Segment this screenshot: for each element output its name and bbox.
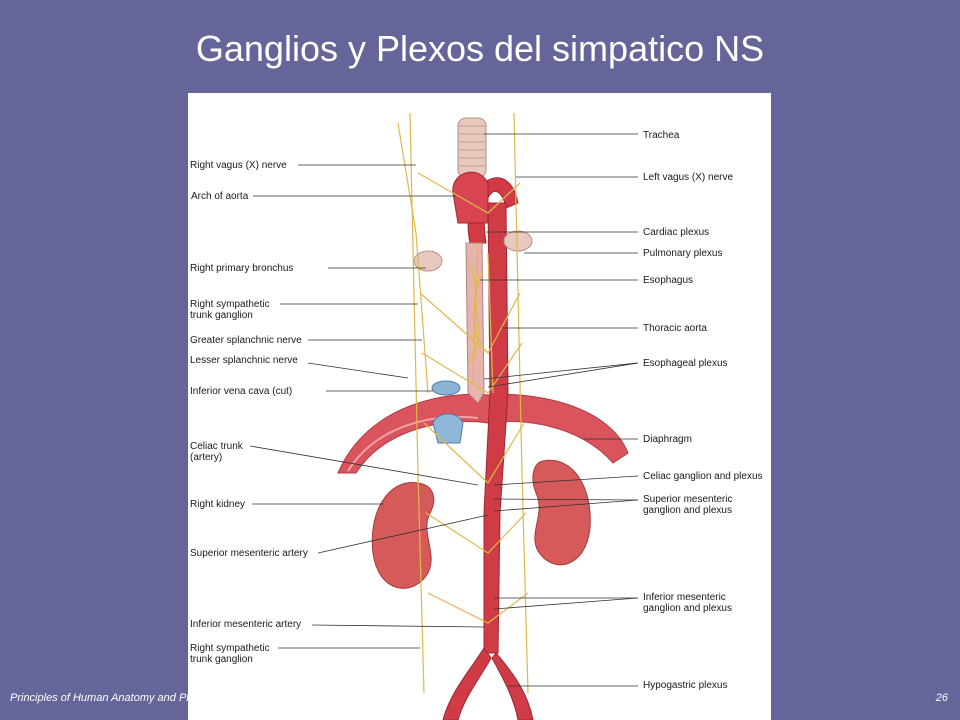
slide-title: Ganglios y Plexos del simpatico NS (195, 28, 765, 69)
label-lesser-splanchnic-nerve: Lesser splanchnic nerve (190, 355, 298, 366)
label-inferior-mesenteric-artery: Inferior mesenteric artery (190, 619, 302, 630)
label-inferior-vena-cava: Inferior vena cava (cut) (190, 386, 293, 397)
leader-lines (249, 133, 639, 687)
diaphragm-illustration (337, 393, 629, 474)
label-greater-splanchnic-nerve: Greater splanchnic nerve (190, 335, 302, 346)
label-pulmonary-plexus: Pulmonary plexus (643, 248, 723, 259)
label-esophagus: Esophagus (643, 275, 694, 286)
label-cardiac-plexus: Cardiac plexus (643, 227, 710, 238)
label-trachea: Trachea (643, 130, 680, 141)
label-arch-of-aorta: Arch of aorta (191, 191, 249, 202)
anatomy-figure: Right vagus (X) nerve Arch of aorta Righ… (188, 93, 771, 720)
footer-citation: Principles of Human Anatomy and Physiolo… (10, 692, 255, 704)
label-superior-mesenteric-artery: Superior mesenteric artery (190, 548, 308, 559)
label-hypogastric-plexus: Hypogastric plexus (643, 680, 728, 691)
label-celiac-ganglion-and-plexus: Celiac ganglion and plexus (643, 471, 763, 482)
trachea-illustration (457, 117, 487, 179)
label-celiac-trunk: Celiac trunk (artery) (190, 441, 243, 463)
vena-cava-illustration (431, 380, 461, 396)
aorta-illustration (483, 202, 509, 654)
label-superior-mesenteric-ganglion: Superior mesenteric ganglion and plexus (643, 494, 733, 516)
right-kidney-illustration (371, 482, 435, 589)
nerve-network-illustration (397, 112, 529, 694)
label-esophageal-plexus: Esophageal plexus (643, 358, 728, 369)
label-inferior-mesenteric-ganglion: Inferior mesenteric ganglion and plexus (643, 592, 732, 614)
page-number: 26 (935, 692, 948, 704)
label-right-vagus-nerve: Right vagus (X) nerve (190, 160, 287, 171)
label-right-kidney: Right kidney (190, 499, 246, 510)
label-right-primary-bronchus: Right primary bronchus (190, 263, 294, 274)
label-right-sympathetic-trunk-ganglion-upper: Right sympathetic trunk ganglion (190, 299, 270, 321)
label-thoracic-aorta: Thoracic aorta (643, 323, 707, 334)
anatomy-illustration (249, 112, 639, 720)
label-left-vagus-nerve: Left vagus (X) nerve (643, 172, 734, 183)
label-right-sympathetic-trunk-ganglion-lower: Right sympathetic trunk ganglion (190, 643, 270, 665)
left-kidney-illustration (532, 459, 591, 566)
label-diaphragm: Diaphragm (643, 434, 692, 445)
